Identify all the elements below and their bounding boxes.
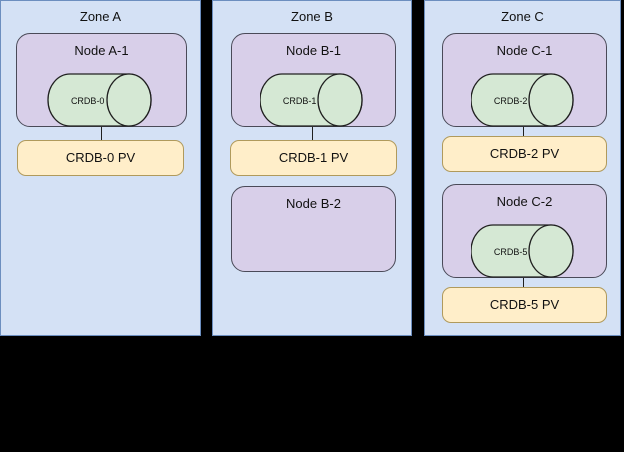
pv-box-crdb-0[interactable]: CRDB-0 PV <box>17 140 184 176</box>
connector-node-c-1-to-pv <box>523 127 524 137</box>
database-cylinder-icon[interactable]: CRDB-0 <box>47 73 157 128</box>
pv-box-crdb-1[interactable]: CRDB-1 PV <box>230 140 397 176</box>
database-cylinder-shape <box>471 224 574 278</box>
zone-title-b: Zone B <box>291 9 333 24</box>
database-cylinder-icon[interactable]: CRDB-2 <box>471 73 578 128</box>
pv-label-crdb-1: CRDB-1 PV <box>278 150 349 165</box>
node-label-c-1: Node C-1 <box>496 43 553 58</box>
connector-node-a-1-to-pv <box>101 127 102 141</box>
pv-label-crdb-2: CRDB-2 PV <box>489 146 560 161</box>
pv-box-crdb-2[interactable]: CRDB-2 PV <box>442 136 607 172</box>
pv-label-crdb-5: CRDB-5 PV <box>489 297 560 312</box>
node-label-b-1: Node B-1 <box>286 43 341 58</box>
node-label-a-1: Node A-1 <box>74 43 129 58</box>
node-box-b-2[interactable]: Node B-2 <box>231 186 396 272</box>
zone-title-c: Zone C <box>501 9 544 24</box>
pv-box-crdb-5[interactable]: CRDB-5 PV <box>442 287 607 323</box>
node-label-b-2: Node B-2 <box>286 196 341 211</box>
connector-node-c-2-to-pv <box>523 278 524 288</box>
database-cylinder-shape <box>47 73 152 127</box>
database-cylinder-shape <box>471 73 574 127</box>
database-cylinder-shape <box>260 73 363 127</box>
pv-label-crdb-0: CRDB-0 PV <box>65 150 136 165</box>
node-label-c-2: Node C-2 <box>496 194 553 209</box>
zone-title-a: Zone A <box>79 9 122 24</box>
database-cylinder-icon[interactable]: CRDB-1 <box>260 73 367 128</box>
database-cylinder-icon[interactable]: CRDB-5 <box>471 224 578 279</box>
connector-node-b-1-to-pv <box>312 127 313 141</box>
